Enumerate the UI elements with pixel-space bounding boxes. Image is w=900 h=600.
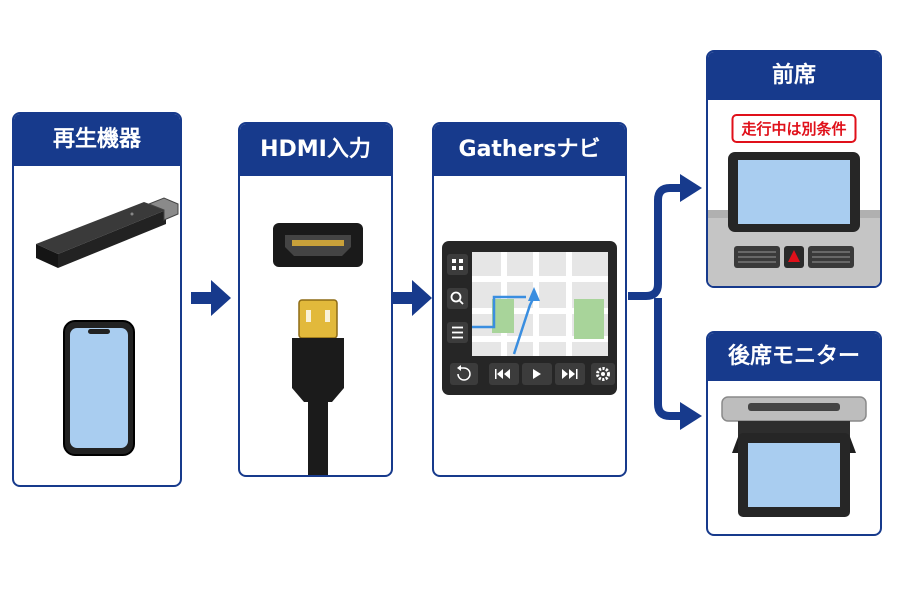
hdmi-port-icon <box>273 223 363 267</box>
front-panel-title: 前席 <box>708 52 880 100</box>
driving-condition-badge: 走行中は別条件 <box>731 114 857 143</box>
navi-unit-icon <box>442 241 617 395</box>
source-panel: 再生機器 <box>12 112 182 487</box>
navi-panel: Gathersナビ <box>432 122 627 477</box>
settings-icon <box>591 363 615 385</box>
streaming-stick-icon <box>36 197 179 268</box>
search-icon <box>447 288 468 309</box>
flow-arrow-1 <box>191 280 231 316</box>
back-icon <box>450 363 478 385</box>
hdmi-panel: HDMI入力 <box>238 122 393 477</box>
rear-panel-title: 後席モニター <box>708 333 880 381</box>
flow-arrow-2 <box>392 280 432 316</box>
hdmi-cable-icon <box>292 299 344 475</box>
menu-icon <box>447 322 468 343</box>
next-icon <box>555 363 585 385</box>
rear-panel: 後席モニター <box>706 331 882 536</box>
previous-icon <box>489 363 519 385</box>
grid-icon <box>447 254 468 275</box>
smartphone-icon <box>63 320 135 456</box>
navi-panel-title: Gathersナビ <box>434 124 625 176</box>
rear-monitor-icon <box>721 396 867 517</box>
play-icon <box>522 363 552 385</box>
hdmi-panel-title: HDMI入力 <box>240 124 391 176</box>
source-panel-title: 再生機器 <box>14 114 180 166</box>
front-panel: 前席 走行中は別条件 <box>706 50 882 288</box>
front-display-icon <box>708 152 880 286</box>
branch-arrow <box>628 174 702 430</box>
